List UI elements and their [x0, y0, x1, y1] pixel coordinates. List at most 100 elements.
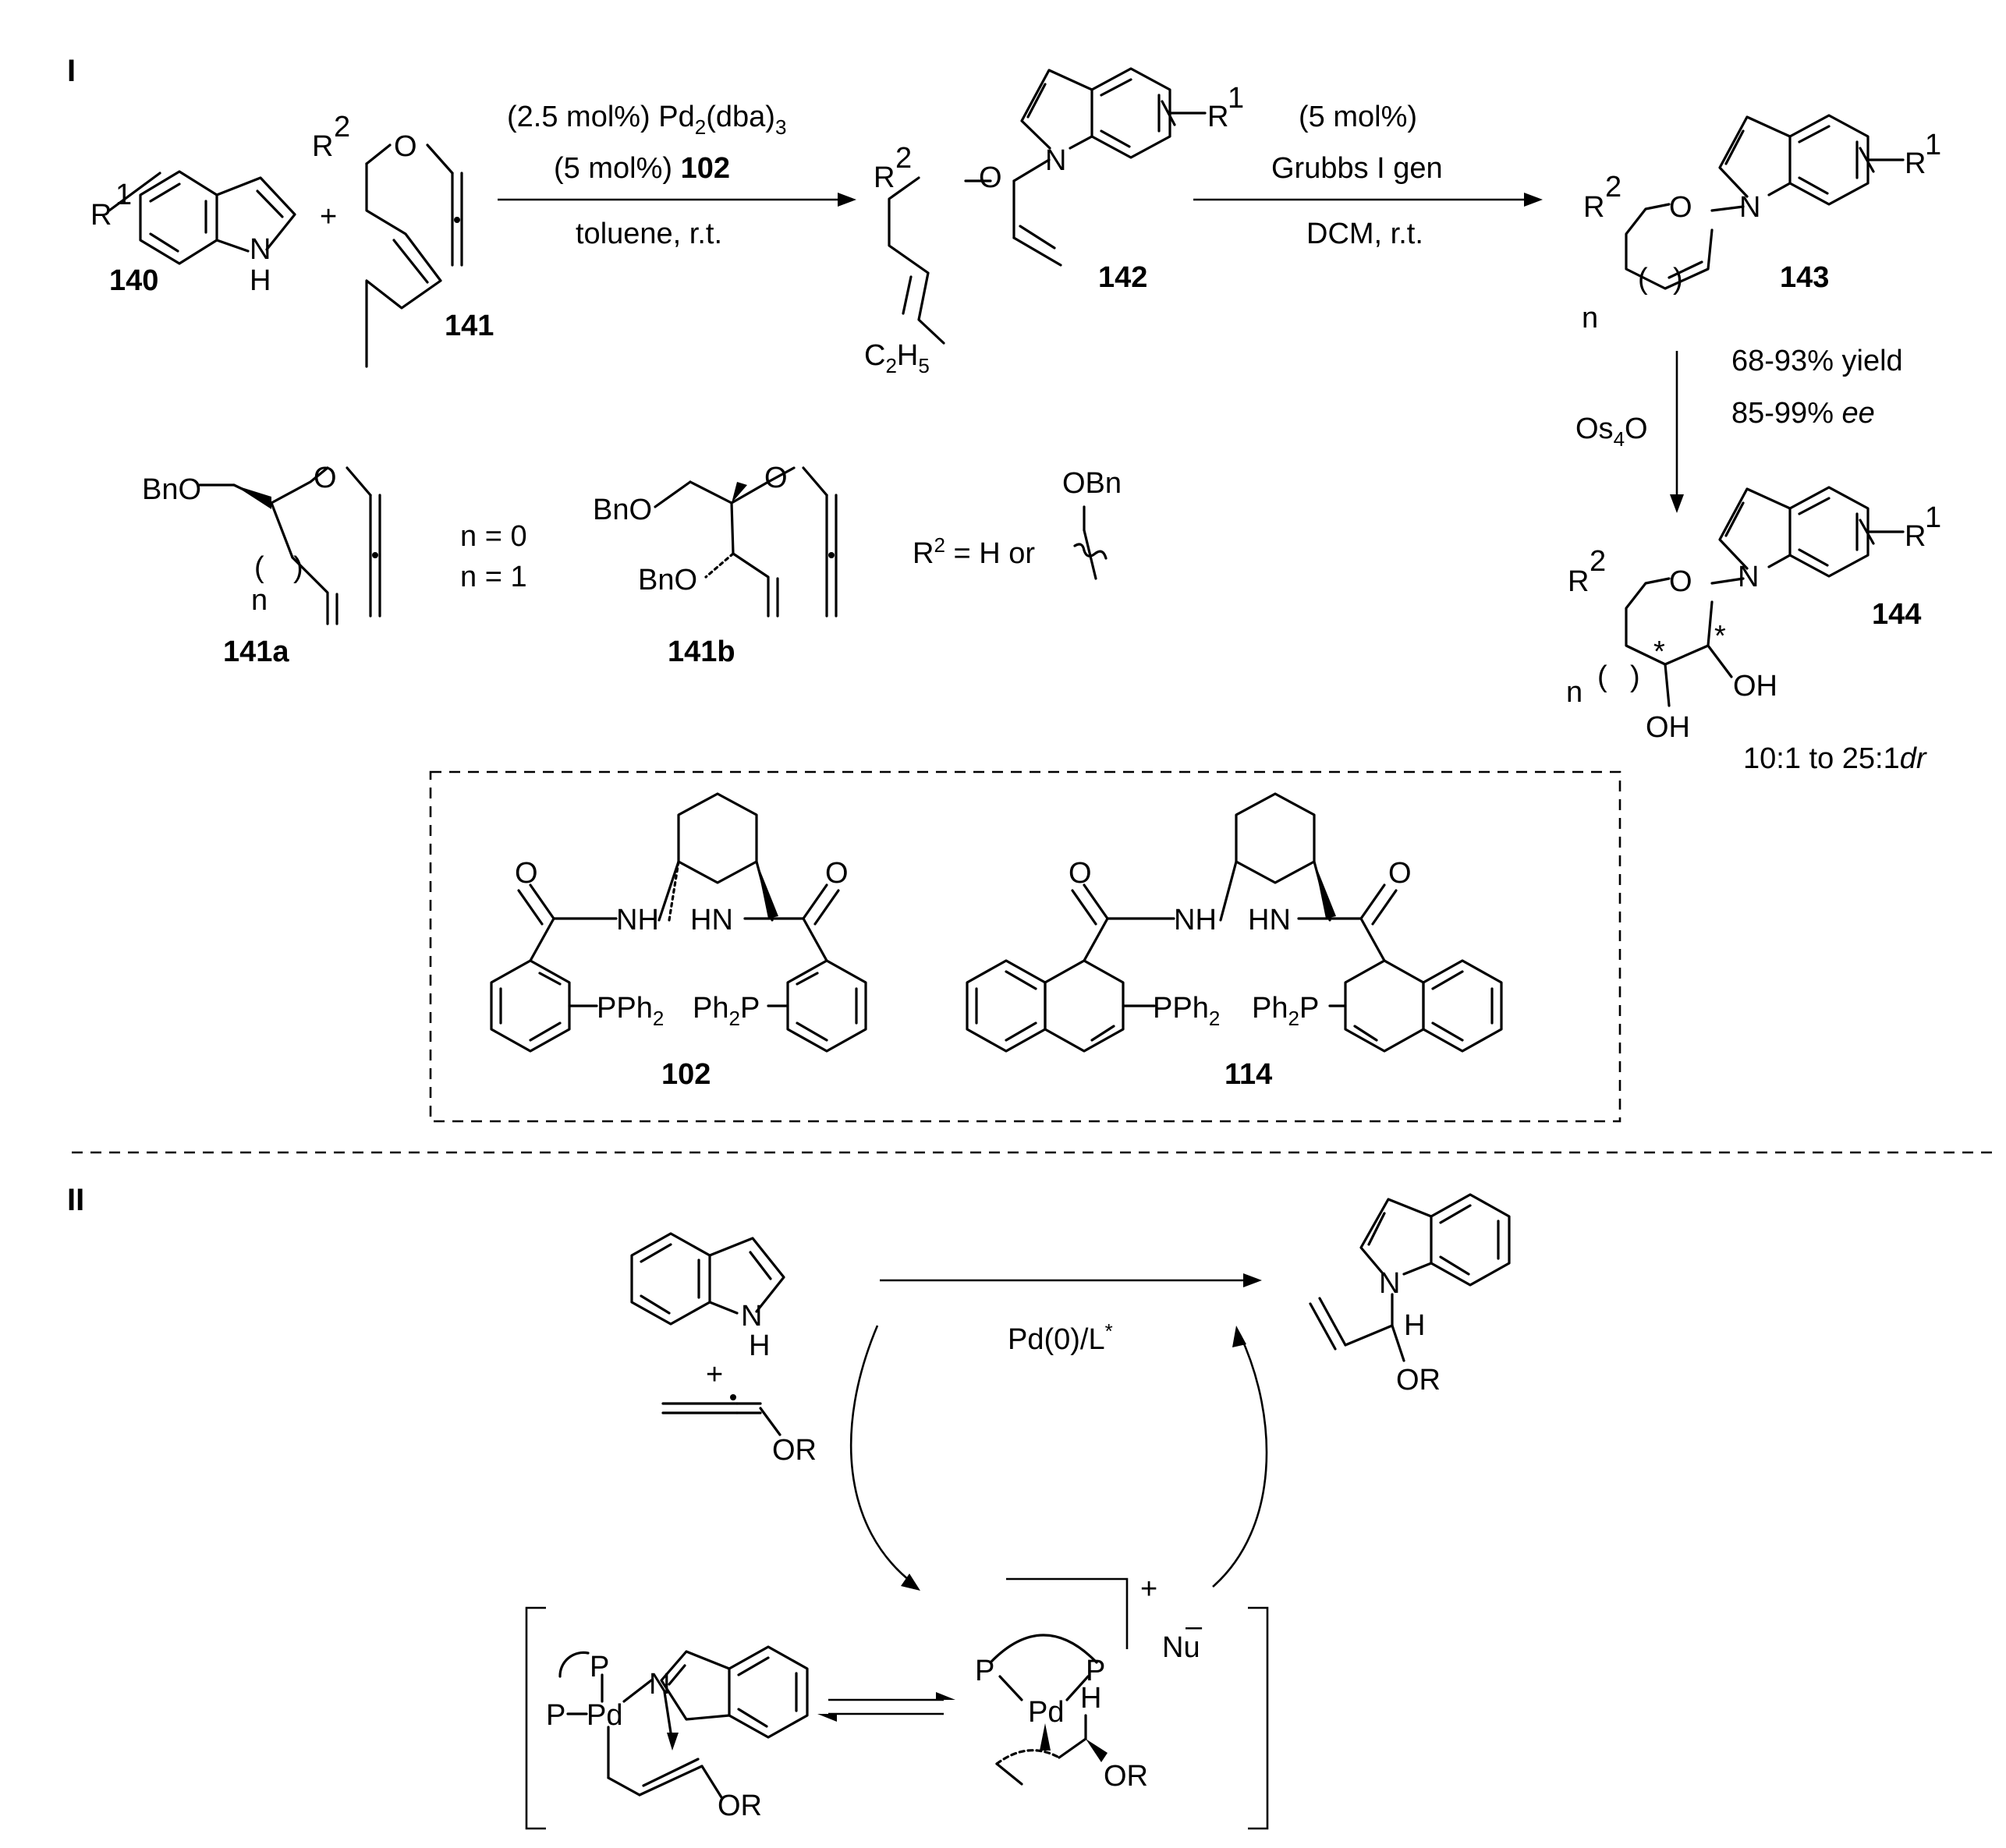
n-value-note: n = 0: [460, 520, 527, 553]
bracket: (: [254, 551, 264, 584]
benzyloxy: BnO: [638, 564, 697, 597]
alkoxy-group: OR: [1104, 1760, 1148, 1793]
compound-label-141a: 141a: [223, 635, 289, 668]
atom-o: O: [314, 462, 337, 494]
atom-o: O: [825, 857, 849, 890]
atom-p: P: [590, 1651, 609, 1683]
atom-n: N: [1739, 191, 1760, 224]
compound-label-102: 102: [661, 1058, 711, 1091]
alkoxy-group: OR: [718, 1790, 762, 1822]
stereo-star: *: [1653, 635, 1665, 668]
atom-o: O: [1669, 191, 1692, 224]
nucleophile: Nu: [1162, 1631, 1200, 1664]
ligand-box: [429, 770, 1621, 1123]
bracket: (: [1638, 263, 1648, 296]
allenyl-ether-structure: [661, 1394, 781, 1436]
atom-pd: Pd: [1028, 1696, 1064, 1729]
n-value-note: n = 1: [460, 561, 527, 593]
superscript: 1: [1228, 82, 1244, 115]
atom-o: O: [515, 857, 538, 890]
superscript: 2: [334, 111, 350, 143]
superscript: 2: [1605, 171, 1621, 204]
compound-label-144: 144: [1872, 598, 1921, 631]
compound-143-structure: [1625, 114, 1905, 290]
atom-n: N: [649, 1668, 670, 1701]
atom-n: N: [1738, 561, 1759, 593]
reagent-text: Os4O: [1575, 412, 1648, 451]
reagent-text: (2.5 mol%) Pd2(dba)3: [507, 101, 786, 139]
intermediate-bracket: [1248, 1606, 1269, 1830]
allylation-product-structure: [1309, 1193, 1511, 1362]
arrowhead: [1670, 494, 1684, 513]
indole-reactant-structure: [630, 1232, 785, 1326]
catalytic-cycle-arrow: [1212, 1334, 1268, 1588]
hydroxyl: OH: [1646, 711, 1690, 744]
amide-nh: NH: [616, 904, 659, 936]
atom-h: H: [1404, 1309, 1425, 1342]
pd-indole-complex-structure: [558, 1645, 809, 1799]
compound-144-structure: [1625, 486, 1905, 707]
atom-o: O: [979, 161, 1002, 194]
catalyst-text: Pd(0)/L*: [1008, 1319, 1113, 1356]
atom-n: N: [1379, 1267, 1400, 1300]
compound-142-structure: [888, 67, 1207, 345]
atom-r: R: [90, 199, 112, 232]
arrowhead: [1243, 1273, 1262, 1287]
atom-p: P: [975, 1655, 994, 1687]
atom-n: N: [1045, 144, 1066, 177]
plus-sign: +: [320, 200, 337, 233]
compound-label-140: 140: [109, 264, 158, 297]
compound-140-structure: [108, 170, 296, 265]
yield-text: 68-93% yield: [1731, 345, 1903, 377]
ligand-114-structure: [966, 792, 1503, 1053]
alkoxy-group: OR: [772, 1434, 817, 1467]
charge-plus: +: [1140, 1573, 1157, 1605]
atom-h: H: [1080, 1682, 1101, 1715]
compound-label-141b: 141b: [668, 635, 735, 668]
superscript: 1: [115, 179, 132, 211]
equilibrium-arrows: [817, 1692, 955, 1722]
atom-r: R: [312, 130, 333, 163]
compound-141b-structure: [654, 466, 838, 618]
dr-text: 10:1 to 25:1dr: [1743, 742, 1927, 775]
superscript: 2: [1590, 545, 1606, 578]
alkoxy-group: OR: [1396, 1364, 1441, 1397]
arrowhead: [838, 193, 856, 207]
atom-pd: Pd: [587, 1699, 622, 1732]
atom-r: R: [874, 161, 895, 194]
superscript: 2: [895, 142, 912, 175]
atom-n: n: [1582, 302, 1598, 335]
compound-label-114: 114: [1225, 1058, 1272, 1091]
ethyl-group: C2H5: [864, 339, 930, 377]
pi-allyl-pd-structure: [989, 1577, 1129, 1786]
solvent-text: toluene, r.t.: [576, 218, 722, 250]
reagent-text: (5 mol%) 102: [554, 152, 730, 185]
atom-p: P: [1086, 1655, 1105, 1687]
catalyst-loading: (5 mol%): [1299, 101, 1417, 133]
amide-hn: HN: [690, 904, 733, 936]
atom-r: R: [1583, 191, 1604, 224]
atom-n: n: [1566, 676, 1582, 709]
r2-definition: R2 = H or: [913, 533, 1035, 570]
atom-r: R: [1568, 565, 1589, 598]
atom-r: R: [1905, 147, 1926, 180]
compound-label-142: 142: [1098, 261, 1147, 294]
atom-o: O: [394, 130, 417, 163]
amide-hn: HN: [1248, 904, 1291, 936]
intermediate-bracket: [525, 1606, 546, 1830]
benzyloxy: OBn: [1062, 467, 1122, 500]
bracket: ): [1673, 263, 1683, 296]
compound-141a-structure: [198, 466, 381, 625]
phosphine: Ph2P: [1252, 992, 1319, 1030]
atom-p: P: [546, 1699, 565, 1732]
ligand-102-structure: [490, 792, 867, 1053]
superscript: 1: [1925, 129, 1941, 161]
superscript: 1: [1925, 501, 1941, 534]
bracket: ): [293, 551, 303, 584]
charge-minus: –: [1186, 1610, 1203, 1643]
atom-n: n: [251, 584, 268, 617]
atom-o: O: [1669, 565, 1692, 598]
ee-text: 85-99% ee: [1731, 397, 1875, 430]
arrowhead: [1232, 1326, 1246, 1347]
